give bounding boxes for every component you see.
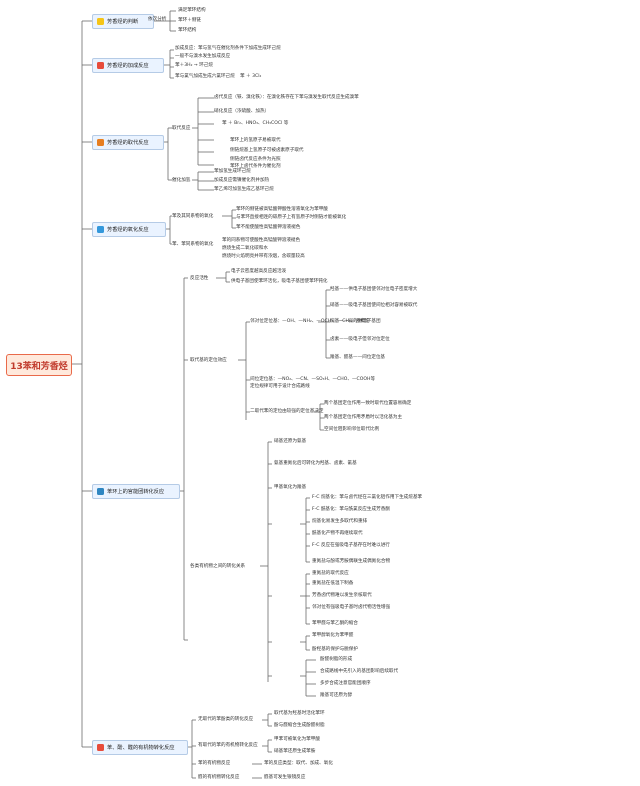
d-3[interactable]: 羟基——供电子基团使邻对位电子密度增大	[330, 287, 418, 292]
topic-label: 芳香烃的判断	[107, 19, 139, 25]
root-node[interactable]: 13苯和芳香烃	[6, 354, 72, 376]
add-2[interactable]: 一般不与溴水发生加成反应	[175, 54, 231, 59]
topic-judge[interactable]: 芳香烃的判断	[92, 14, 154, 29]
topic-label: 苯、酚、醛的有机物转化反应	[107, 745, 175, 751]
fg-branch-1: 取代基的定位效应	[190, 358, 227, 363]
ox-4[interactable]: 苯的同系物可使酸性高锰酸钾溶液褪色	[222, 238, 301, 243]
ox-6[interactable]: 燃烧时火焰明亮并带有浓烟，含碳量较高	[222, 254, 305, 259]
topic-addition[interactable]: 芳香烃的加成反应	[92, 58, 164, 73]
oxidation-label-1: 苯及其同系物的氧化	[172, 214, 214, 219]
t-17[interactable]: 芳香卤代物难以发生亲核取代	[312, 593, 372, 598]
d-6[interactable]: 卤素——吸电子但邻对位定位	[330, 337, 390, 342]
t-11[interactable]: 烷基化易发生多取代和重排	[312, 519, 368, 524]
topic-label: 芳香烃的取代反应	[107, 140, 149, 146]
f-2a[interactable]: 甲苯可被氧化为苯甲酸	[274, 737, 320, 742]
root-title: 13苯和芳香烃	[10, 361, 68, 372]
d-2[interactable]: 间位定位基：—NO₂、—CN、—SO₃H、—CHO、—COOH等	[250, 377, 376, 382]
f-1b[interactable]: 酚与醛缩合生成酚醛树脂	[274, 723, 325, 728]
f-2[interactable]: 有取代的苯的有机物转化反应	[198, 743, 258, 748]
f-1[interactable]: 无取代的苯酚类的转化反应	[198, 717, 254, 722]
judge-b[interactable]: 苯环＋侧链	[178, 18, 201, 23]
t-4[interactable]: 羧基可还原为醇	[320, 693, 353, 698]
t-24[interactable]: 多步合成注意官能团顺序	[320, 681, 371, 686]
ox-5[interactable]: 燃烧生成二氧化碳和水	[222, 246, 268, 251]
d-8[interactable]: 二取代苯的定位由较强的定位基决定	[250, 409, 324, 414]
t-21[interactable]: 酚羟基的保护与脱保护	[312, 647, 358, 652]
topic-icon	[97, 139, 104, 146]
sub-9[interactable]: 苯环上卤代条件为催化剂	[230, 164, 281, 169]
t-1[interactable]: 硝基还原为氨基	[274, 439, 307, 444]
t-2[interactable]: 氨基重氮化后可转化为羟基、卤素、氰基	[274, 461, 357, 466]
judge-c[interactable]: 苯环结构	[178, 28, 197, 33]
oxidation-label-2: 苯、苯同系物的氧化	[172, 242, 214, 247]
d-10[interactable]: 两个基团定位作用矛盾时以活化基为主	[324, 415, 403, 420]
f-3[interactable]: 苯的有机物反应	[198, 761, 231, 766]
t-12[interactable]: 酰基化产物不再继续取代	[312, 531, 363, 536]
d-7[interactable]: 羧基、醛基——间位定位基	[330, 355, 386, 360]
h-3[interactable]: 苯乙烯可加氢生成乙基环己烷	[214, 187, 274, 192]
h-2[interactable]: 加成反应需镍催化剂并加热	[214, 178, 270, 183]
d-5[interactable]: 烷基——弱的供电子基团	[330, 319, 381, 324]
t-10[interactable]: F-C 酰基化：苯与酰氯反应生成芳香酮	[312, 507, 390, 512]
f-3a[interactable]: 苯的反应类型：取代、加成、氧化	[264, 761, 333, 766]
topic-label: 苯环上的官能团转化反应	[107, 489, 165, 495]
sub-6[interactable]: 苯环上的氢原子易被取代	[230, 138, 281, 143]
judge-a[interactable]: 满足苯环结构	[178, 8, 206, 13]
d-11[interactable]: 空间位阻影响邻位取代比例	[324, 427, 380, 432]
ox-1[interactable]: 苯环的侧链被高锰酸钾酸性溶液氧化为苯甲酸	[236, 207, 328, 212]
t-19[interactable]: 苯甲醛与苯乙酮的缩合	[312, 621, 358, 626]
fg-branch-2: 各类有机物之间的转化关系	[190, 564, 246, 569]
t-15[interactable]: 重氮盐的取代反应	[312, 571, 349, 576]
topic-label: 芳香烃的加成反应	[107, 63, 149, 69]
t-18[interactable]: 邻对位有强吸电子基时卤代物活性增强	[312, 605, 391, 610]
sub-8[interactable]: 侧链卤代反应条件为光照	[230, 157, 281, 162]
topic-icon	[97, 18, 104, 25]
topic-benzene-phenol[interactable]: 苯、酚、醛的有机物转化反应	[92, 740, 188, 755]
h-1[interactable]: 苯加氢生成环己烷	[214, 169, 251, 174]
f-1a[interactable]: 取代基为羟基时活化苯环	[274, 711, 325, 716]
topic-icon	[97, 62, 104, 69]
substitution-label: 取代反应	[172, 126, 191, 131]
add-3[interactable]: 苯＋3H₂ → 环己烷	[175, 63, 213, 68]
judge-method[interactable]: 依次分析	[148, 17, 167, 22]
topic-substitution[interactable]: 芳香烃的取代反应	[92, 135, 164, 150]
add-4[interactable]: 苯与氯气加成生成六氯环己烷	[175, 74, 235, 79]
t-14[interactable]: 重氮盐与酚或芳胺偶联生成偶氮化合物	[312, 559, 391, 564]
ox-2[interactable]: 与苯环直接相连的碳原子上有氢原子时侧链才能被氧化	[236, 215, 347, 220]
topic-oxidation[interactable]: 芳香烃的氧化反应	[92, 222, 166, 237]
ox-3[interactable]: 苯不能使酸性高锰酸钾溶液褪色	[236, 225, 301, 230]
t-16[interactable]: 重氮盐在低温下制备	[312, 581, 354, 586]
sub-4[interactable]: 苯 ＋ Br₂、HNO₃、CH₃COCl 等	[222, 121, 289, 126]
r-2[interactable]: 供电子基团使苯环活化，吸电子基团使苯环钝化	[231, 279, 328, 284]
d-4[interactable]: 硝基——吸电子基团使间位相对容易被取代	[330, 303, 418, 308]
topic-icon	[97, 226, 104, 233]
sub-2[interactable]: 硝化反应（浓硫酸、加热）	[214, 109, 270, 114]
r-1[interactable]: 电子云密度越高反应越活泼	[231, 269, 287, 274]
sub-1[interactable]: 卤代反应（铁、溴化铁）：在溴化铁存在下苯与溴发生取代反应生成溴苯	[214, 95, 359, 100]
d-1[interactable]: 邻对位定位基：—OH、—NH₂、—OCH₃、—CH₃、卤素等	[250, 319, 370, 324]
topic-functional-group[interactable]: 苯环上的官能团转化反应	[92, 484, 180, 499]
d-9[interactable]: 两个基团定位作用一致时取代位置容易确定	[324, 401, 412, 406]
topic-icon	[97, 744, 104, 751]
hydrogenation-label: 催化加氢	[172, 178, 191, 183]
t-23[interactable]: 合成路线中先引入的基团影响后续取代	[320, 669, 399, 674]
topic-icon	[97, 488, 104, 495]
t-22[interactable]: 酚醛树脂的形成	[320, 657, 353, 662]
fg-branch-0: 反应活性	[190, 276, 209, 281]
d-12[interactable]: 定位规律可用于设计合成路线	[250, 384, 310, 389]
f-4a[interactable]: 醛基可发生银镜反应	[264, 775, 306, 780]
sub-7[interactable]: 侧链烷基上氢原子可被卤素原子取代	[230, 148, 304, 153]
f-2b[interactable]: 硝基苯还原生成苯胺	[274, 749, 316, 754]
t-3[interactable]: 甲基氧化为羧基	[274, 485, 307, 490]
t-20[interactable]: 苯甲醇氧化为苯甲醛	[312, 633, 354, 638]
add-5[interactable]: 苯 ＋ 3Cl₂	[240, 74, 262, 79]
f-4[interactable]: 醛的有机物转化反应	[198, 775, 240, 780]
t-13[interactable]: F-C 反应在强吸电子基存在时难以进行	[312, 543, 390, 548]
add-1[interactable]: 加成反应：苯与氢气在催化剂条件下加成生成环己烷	[175, 46, 281, 51]
topic-label: 芳香烃的氧化反应	[107, 227, 149, 233]
t-9[interactable]: F-C 烷基化：苯与卤代烃在三氯化铝作用下生成烷基苯	[312, 495, 423, 500]
